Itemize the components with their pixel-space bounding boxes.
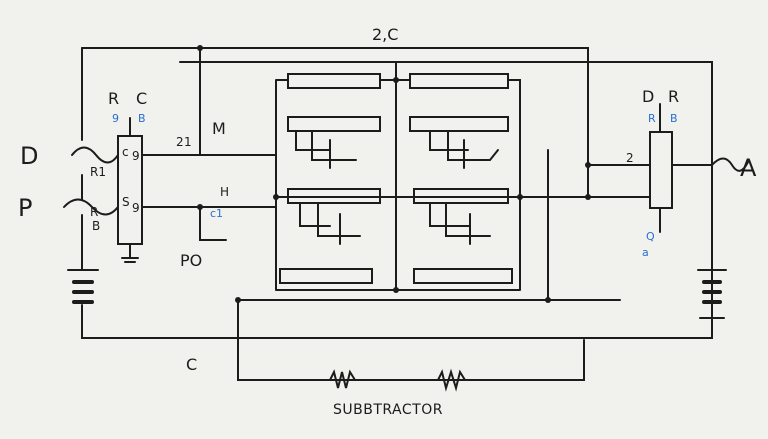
right-wire-label-2: 2 xyxy=(626,151,634,165)
gate-chips-left xyxy=(279,73,381,284)
internal-wiring-left xyxy=(295,130,361,245)
left-pin-c1: c1 xyxy=(210,207,223,220)
lower-bus-wire xyxy=(237,299,621,381)
left-pin-top-left: 9 xyxy=(112,112,119,125)
left-pin-2: 9 xyxy=(132,149,140,163)
left-wire-label-2: 2 xyxy=(176,135,184,149)
junction-dots xyxy=(197,45,591,303)
left-pin-top-right: B xyxy=(138,112,146,125)
right-label-d: D xyxy=(642,87,654,106)
right-label-q: Q xyxy=(646,230,655,243)
gate-chips-right xyxy=(409,73,513,284)
left-pin-1: c xyxy=(122,145,129,159)
top-label: 2,C xyxy=(372,25,398,44)
right-output-wire xyxy=(711,157,749,172)
outer-top-wire xyxy=(81,47,589,111)
right-pin-b: B xyxy=(670,112,678,125)
left-box-ground xyxy=(121,243,139,263)
bottom-return-wire xyxy=(81,299,713,339)
caption: SUBBTRACTOR xyxy=(333,402,443,418)
bottom-left-label: C xyxy=(186,355,197,374)
right-battery xyxy=(697,269,727,335)
left-label-r2: R xyxy=(90,205,98,219)
left-label-r: R xyxy=(108,89,119,108)
internal-wiring-right xyxy=(429,130,499,245)
right-component-box xyxy=(649,131,673,209)
left-component-box xyxy=(117,135,143,245)
right-label-a: A xyxy=(740,154,757,182)
upper-bus-wire xyxy=(179,61,713,301)
left-wire-label-1: 1 xyxy=(184,135,192,149)
left-wire-label-h: H xyxy=(220,185,229,199)
input-d-wire xyxy=(71,146,119,164)
left-box-output-wires xyxy=(141,47,277,241)
right-label-a2: a xyxy=(642,246,649,259)
input-p-wire xyxy=(63,198,119,216)
resistor-left xyxy=(329,369,356,389)
left-label-b: B xyxy=(92,219,100,233)
left-wire-label-m: M xyxy=(212,119,226,138)
resistor-right xyxy=(437,368,466,392)
right-label-r: R xyxy=(668,87,679,106)
left-label-c: C xyxy=(136,89,147,108)
left-pin-3: S xyxy=(122,195,130,209)
left-label-po: PO xyxy=(180,251,202,270)
input-p-label: P xyxy=(18,194,32,222)
right-box-wires xyxy=(587,164,713,233)
left-label-r1: R1 xyxy=(90,165,106,179)
central-frame xyxy=(275,79,521,291)
right-pin-r: R xyxy=(648,112,656,125)
left-battery xyxy=(67,269,99,304)
input-d-label: D xyxy=(20,142,38,170)
left-pin-4: 9 xyxy=(132,201,140,215)
horizontal-signal-lines xyxy=(199,109,589,301)
